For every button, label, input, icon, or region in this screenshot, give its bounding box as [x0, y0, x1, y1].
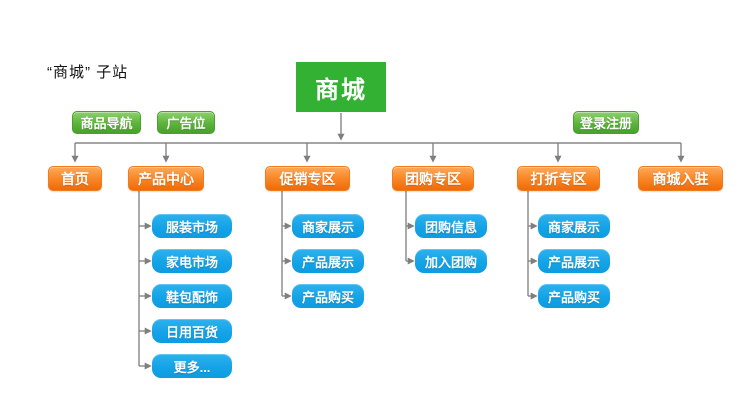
child-groupbuy-info: 团购信息	[415, 214, 487, 238]
pill-ad-slot: 广告位	[157, 111, 215, 134]
child-promo-product-display: 产品展示	[292, 249, 364, 273]
child-appliance-market: 家电市场	[152, 249, 232, 273]
node-root-mall: 商城	[296, 62, 386, 112]
child-more: 更多...	[152, 354, 232, 378]
child-discount-product-display: 产品展示	[538, 249, 610, 273]
pill-login-register: 登录注册	[573, 111, 639, 134]
section-discount-zone: 打折专区	[517, 166, 600, 191]
section-product-center: 产品中心	[128, 166, 204, 191]
pill-product-nav: 商品导航	[72, 111, 141, 134]
child-discount-product-purchase: 产品购买	[538, 284, 610, 308]
section-groupbuy-zone: 团购专区	[392, 166, 474, 191]
section-promo-zone: 促销专区	[265, 166, 350, 191]
child-shoes-bags-accessories: 鞋包配饰	[152, 284, 232, 308]
diagram-title: “商城” 子站	[47, 64, 129, 81]
section-merchant-join: 商城入驻	[638, 166, 723, 191]
child-join-groupbuy: 加入团购	[415, 249, 487, 273]
child-promo-merchant-display: 商家展示	[292, 214, 364, 238]
section-home: 首页	[48, 166, 102, 191]
child-promo-product-purchase: 产品购买	[292, 284, 364, 308]
child-clothing-market: 服装市场	[152, 214, 232, 238]
child-daily-goods: 日用百货	[152, 319, 232, 343]
child-discount-merchant-display: 商家展示	[538, 214, 610, 238]
